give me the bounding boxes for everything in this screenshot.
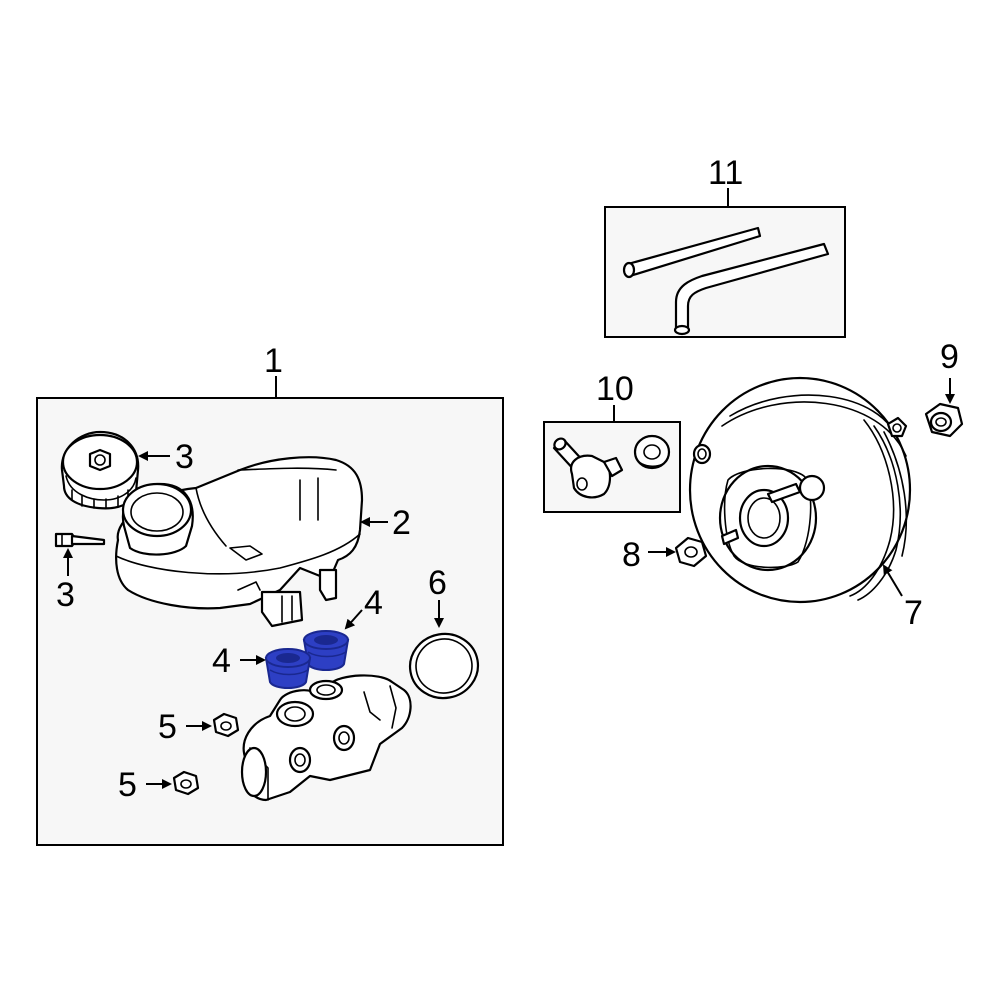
- callout-6[interactable]: 6: [428, 564, 447, 602]
- brake-booster[interactable]: [688, 376, 912, 604]
- callout-9[interactable]: 9: [940, 338, 959, 376]
- callout-2[interactable]: 2: [392, 504, 411, 542]
- nut-upper[interactable]: [212, 712, 240, 738]
- vacuum-hose-bent[interactable]: [673, 242, 830, 336]
- master-cylinder[interactable]: [240, 674, 412, 802]
- callout-7[interactable]: 7: [904, 594, 923, 632]
- mounting-nut[interactable]: [924, 402, 964, 438]
- grommet-left[interactable]: [264, 648, 312, 689]
- booster-nut[interactable]: [674, 536, 708, 568]
- callout-4b[interactable]: 4: [212, 642, 231, 680]
- callout-10[interactable]: 10: [596, 370, 634, 408]
- callout-4a[interactable]: 4: [364, 584, 383, 622]
- callout-8[interactable]: 8: [622, 536, 641, 574]
- check-valve-grommet[interactable]: [633, 434, 671, 470]
- callout-11[interactable]: 11: [708, 154, 743, 192]
- callout-5a[interactable]: 5: [158, 708, 177, 746]
- nut-lower[interactable]: [172, 770, 200, 796]
- callout-5b[interactable]: 5: [118, 766, 137, 804]
- grommet-right[interactable]: [302, 630, 350, 671]
- level-sensor-pin[interactable]: [54, 532, 106, 548]
- filler-neck: [121, 482, 194, 556]
- check-valve[interactable]: [552, 436, 624, 499]
- callout-1[interactable]: 1: [264, 342, 283, 380]
- callout-3a[interactable]: 3: [175, 438, 194, 476]
- seal-ring[interactable]: [405, 629, 483, 704]
- callout-3b[interactable]: 3: [56, 576, 75, 614]
- reservoir-cap[interactable]: [60, 430, 140, 510]
- vacuum-hose-straight[interactable]: [622, 226, 762, 279]
